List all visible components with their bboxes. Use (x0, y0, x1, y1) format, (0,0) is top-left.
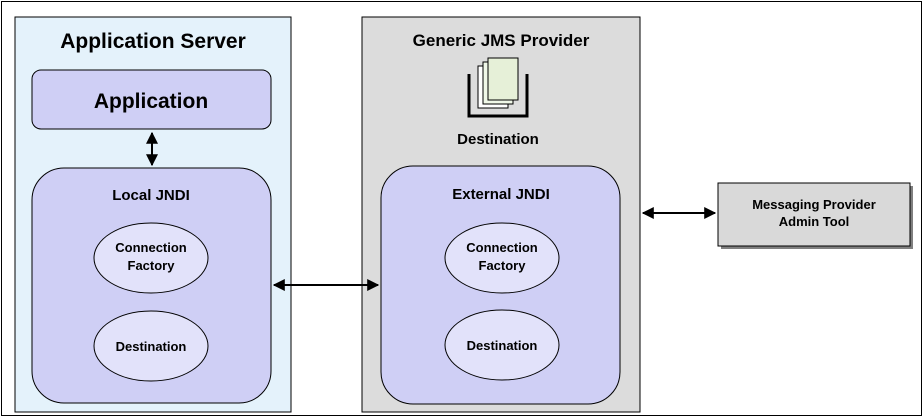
provider-destination-label: Destination (457, 131, 539, 148)
local-destination (93, 310, 209, 382)
application-label: Application (94, 90, 208, 113)
local-jndi-title: Local JNDI (112, 187, 190, 204)
application-box (31, 69, 272, 130)
external-destination (444, 309, 560, 381)
external-connection-factory-line1: Connection (466, 240, 538, 255)
external-connection-factory (444, 222, 560, 294)
external-destination-label: Destination (467, 338, 538, 353)
admin-tool-line2: Admin Tool (779, 214, 850, 229)
destination-documents-icon (467, 57, 529, 118)
application-server-title: Application Server (60, 30, 246, 53)
local-connection-factory (93, 222, 209, 294)
local-connection-factory-line1: Connection (115, 240, 187, 255)
admin-tool-line1: Messaging Provider (752, 197, 876, 212)
local-destination-label: Destination (116, 339, 187, 354)
admin-tool-box (717, 182, 911, 247)
external-jndi-title: External JNDI (452, 186, 550, 203)
local-connection-factory-line2: Factory (128, 258, 176, 273)
jms-provider-title: Generic JMS Provider (413, 31, 590, 50)
external-connection-factory-line2: Factory (479, 258, 527, 273)
